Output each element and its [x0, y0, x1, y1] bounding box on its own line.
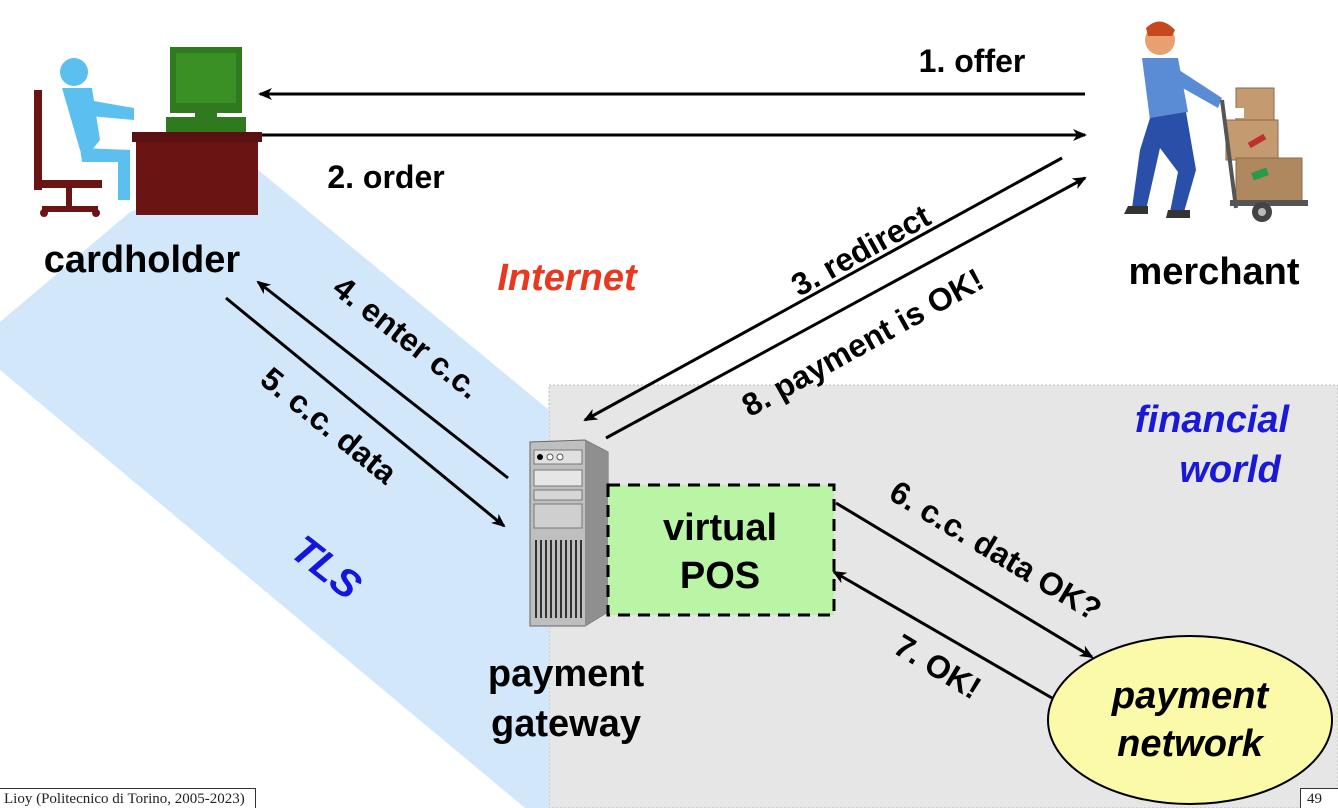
arrow-redirect	[583, 156, 1063, 422]
payment-network-node	[1047, 635, 1333, 805]
cardholder-computer-icon	[34, 47, 262, 217]
footer-credit: Lioy (Politecnico di Torino, 2005-2023)	[0, 788, 256, 808]
step-offer-label: 1. offer	[919, 43, 1026, 79]
tls-zone	[0, 168, 549, 808]
gateway-label-line1: payment	[488, 653, 645, 695]
network-label-line1: payment	[1111, 675, 1270, 717]
step-redirect-label: 3. redirect	[785, 197, 937, 303]
page-number: 49	[1300, 788, 1338, 808]
pos-label-line1: virtual	[663, 507, 777, 549]
virtual-pos-box	[606, 483, 836, 617]
cardholder-label: cardholder	[44, 239, 241, 281]
arrow-payment-ok	[605, 176, 1087, 440]
merchant-label: merchant	[1128, 251, 1299, 293]
merchant-delivery-icon	[1124, 21, 1308, 222]
arrow-cc-data	[225, 296, 506, 528]
server-tower-icon	[529, 439, 609, 627]
step-order-label: 2. order	[327, 159, 444, 195]
arrow-cc-data-ok	[835, 501, 1094, 659]
network-label-line2: network	[1117, 723, 1265, 765]
gateway-label-line2: gateway	[491, 703, 641, 745]
pos-label-line2: POS	[680, 555, 760, 597]
arrow-ok	[832, 570, 1053, 700]
financial-world-label-line2: world	[1179, 449, 1281, 491]
internet-label: Internet	[497, 257, 638, 299]
financial-world-label-line1: financial	[1135, 399, 1291, 441]
arrow-enter-cc	[256, 280, 509, 480]
